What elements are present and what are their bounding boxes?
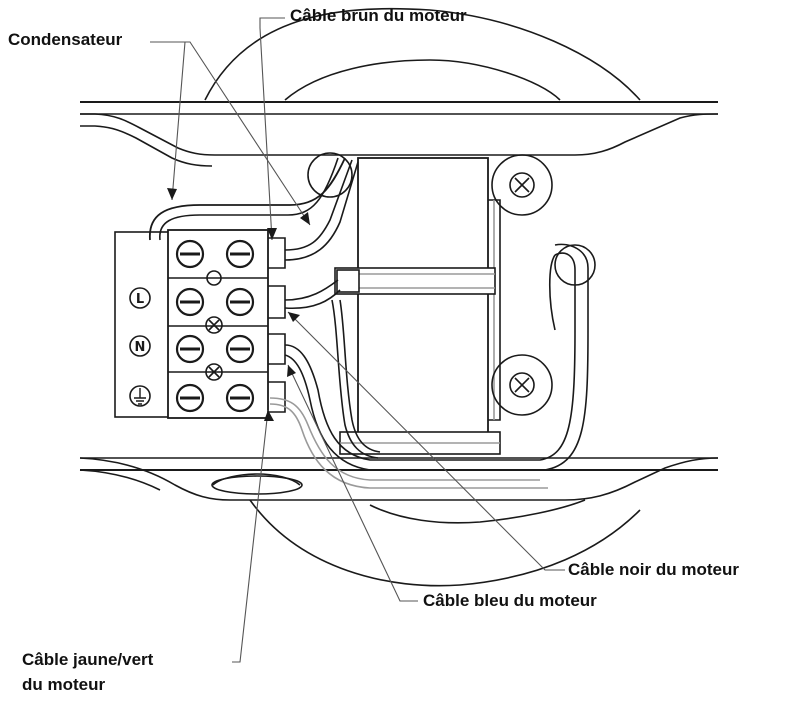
bottom-bracket-slot [211, 475, 303, 495]
terminal-symbol-live: L [129, 287, 151, 309]
svg-text:N: N [135, 340, 146, 355]
svg-text:L: L [136, 292, 144, 307]
terminal-screws [175, 239, 255, 413]
bottom-bracket [79, 457, 719, 501]
earth-icon [129, 385, 151, 407]
motor-disc-bottom-inner [369, 499, 586, 524]
terminal-block-plate [114, 231, 171, 418]
screw-bottom-right [491, 354, 553, 416]
label-brown-wire: Câble brun du moteur [290, 6, 467, 25]
label-capacitor: Condensateur [8, 30, 123, 49]
cable-tie [334, 267, 496, 295]
leader-capacitor-2 [185, 41, 311, 226]
capacitor [339, 157, 501, 455]
leader-blue [287, 364, 418, 602]
motor-disc-inner [284, 59, 561, 101]
leader-brown [259, 17, 285, 241]
leader-lines [150, 17, 565, 663]
top-bracket [80, 101, 719, 167]
label-yellow-green-wire-line1: Câble jaune/vert [22, 650, 154, 669]
wire-bundle [149, 157, 596, 489]
label-blue-wire: Câble bleu du moteur [423, 591, 597, 610]
label-black-wire: Câble noir du moteur [568, 560, 739, 579]
motor-disc-bottom [249, 499, 641, 587]
screw-top-right [491, 154, 553, 216]
leader-yg [232, 409, 269, 663]
terminal-symbol-neutral: N [129, 335, 151, 357]
screw-top-left [307, 152, 353, 198]
leader-black [287, 311, 565, 571]
motor-disc [204, 7, 641, 101]
label-yellow-green-wire-line2: du moteur [22, 675, 106, 694]
leader-capacitor [150, 41, 186, 201]
